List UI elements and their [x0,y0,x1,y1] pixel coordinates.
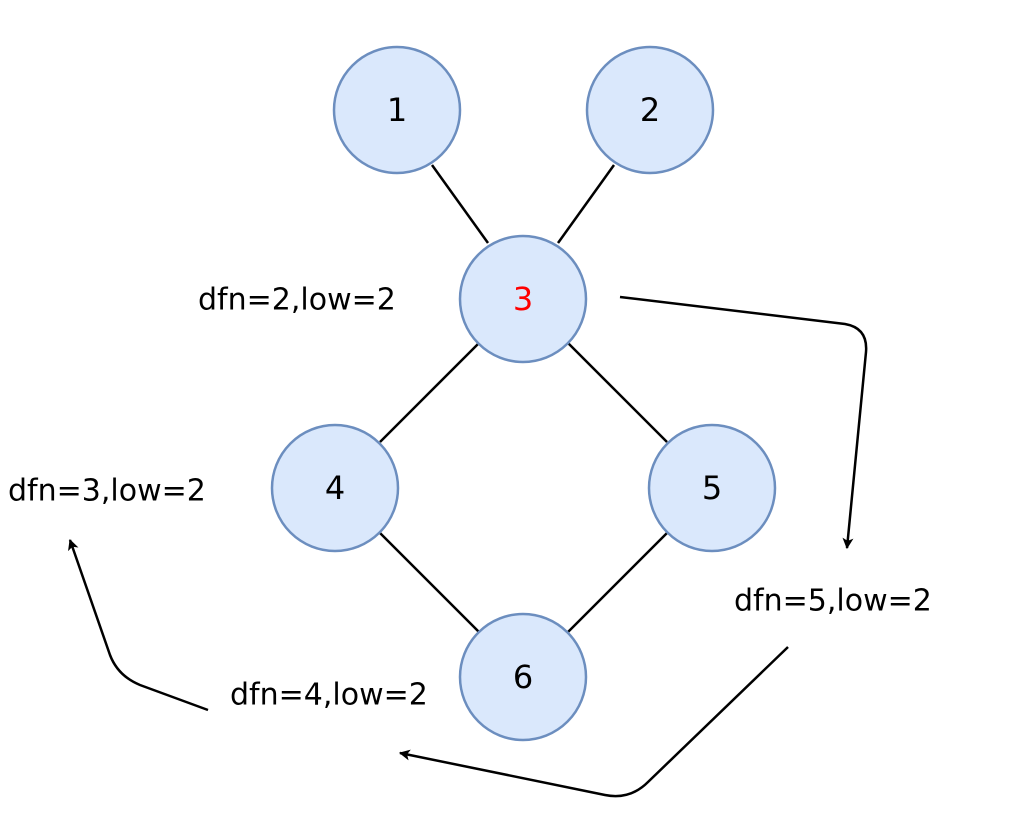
node-6-circle [458,612,588,742]
node-2-circle [585,45,715,175]
edge-1-3 [430,164,490,244]
node-5-circle [647,423,777,553]
edge-3-4 [379,342,480,443]
annotation-node-4: dfn=3,low=2 [8,474,206,509]
node-3-label: 3 [513,280,533,318]
node-3-circle [458,234,588,364]
node-2-label: 2 [640,91,660,129]
arrow-5-to-6 [398,646,789,798]
node-1-label: 1 [387,91,407,129]
edge-4-6 [379,532,480,633]
edge-5-6 [567,532,668,633]
arrow-6-to-4 [68,538,209,712]
edge-2-3 [556,164,616,244]
annotation-node-6: dfn=4,low=2 [230,678,428,713]
edge-3-5 [567,342,668,443]
node-6: 6 [458,612,588,742]
arrow-3-to-5 [619,295,868,550]
annotation-node-5: dfn=5,low=2 [734,584,932,619]
node-4-label: 4 [325,469,345,507]
node-3: 3 [458,234,588,364]
node-6-label: 6 [513,658,533,696]
node-1: 1 [332,45,462,175]
annotation-node-3: dfn=2,low=2 [198,283,396,318]
node-5-label: 5 [702,469,722,507]
node-4: 4 [270,423,400,553]
node-1-circle [332,45,462,175]
node-5: 5 [647,423,777,553]
node-2: 2 [585,45,715,175]
node-4-circle [270,423,400,553]
